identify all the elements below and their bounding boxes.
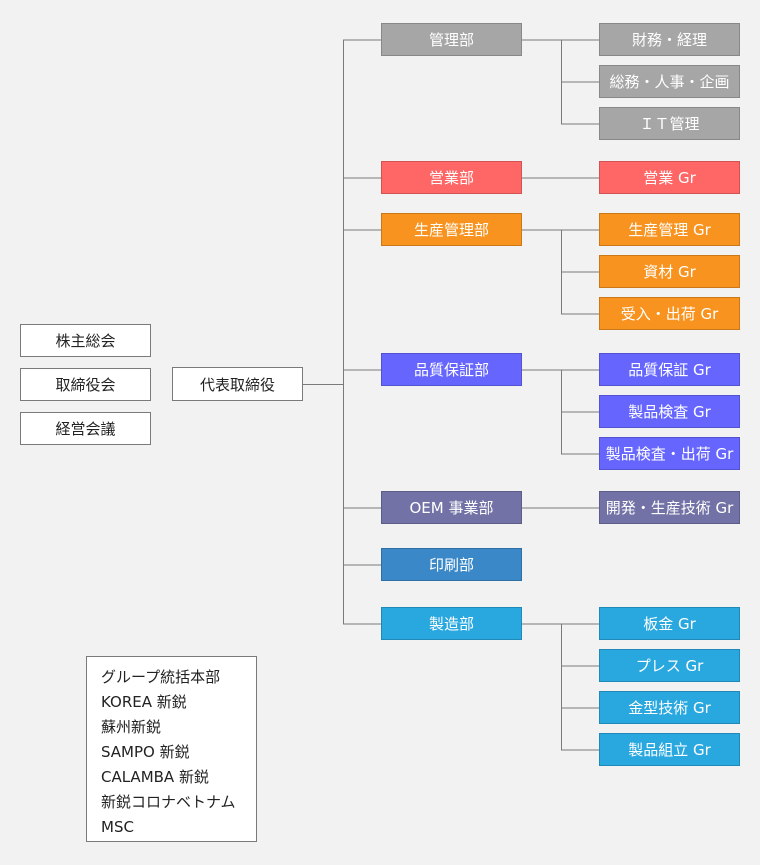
affiliates-list: グループ統括本部 KOREA 新鋭 蘇州新鋭 SAMPO 新鋭 CALAMBA … — [86, 656, 257, 842]
group-box: 生産管理 Gr — [599, 213, 740, 246]
group-box: プレス Gr — [599, 649, 740, 682]
department-box: 製造部 — [381, 607, 522, 640]
affiliate-item: SAMPO 新鋭 — [101, 743, 190, 761]
group-box: 製品検査・出荷 Gr — [599, 437, 740, 470]
group-box: 財務・経理 — [599, 23, 740, 56]
governance-shareholders-meeting: 株主総会 — [20, 324, 151, 357]
affiliate-item: 蘇州新鋭 — [101, 718, 162, 736]
governance-management-meeting: 経営会議 — [20, 412, 151, 445]
group-box: 品質保証 Gr — [599, 353, 740, 386]
group-box: 開発・生産技術 Gr — [599, 491, 740, 524]
group-box: ＩＴ管理 — [599, 107, 740, 140]
group-box: 金型技術 Gr — [599, 691, 740, 724]
department-box: 生産管理部 — [381, 213, 522, 246]
governance-board-of-directors: 取締役会 — [20, 368, 151, 401]
department-box: 営業部 — [381, 161, 522, 194]
ceo-box: 代表取締役 — [172, 367, 303, 401]
group-box: 資材 Gr — [599, 255, 740, 288]
affiliate-item: グループ統括本部 — [101, 668, 221, 686]
group-box: 製品検査 Gr — [599, 395, 740, 428]
group-box: 受入・出荷 Gr — [599, 297, 740, 330]
affiliate-item: KOREA 新鋭 — [101, 693, 187, 711]
department-box: 管理部 — [381, 23, 522, 56]
group-box: 製品組立 Gr — [599, 733, 740, 766]
affiliate-item: MSC — [101, 818, 134, 836]
affiliate-item: 新鋭コロナベトナム — [101, 793, 236, 811]
department-box: 印刷部 — [381, 548, 522, 581]
group-box: 板金 Gr — [599, 607, 740, 640]
group-box: 営業 Gr — [599, 161, 740, 194]
group-box: 総務・人事・企画 — [599, 65, 740, 98]
affiliate-item: CALAMBA 新鋭 — [101, 768, 209, 786]
department-box: 品質保証部 — [381, 353, 522, 386]
department-box: OEM 事業部 — [381, 491, 522, 524]
